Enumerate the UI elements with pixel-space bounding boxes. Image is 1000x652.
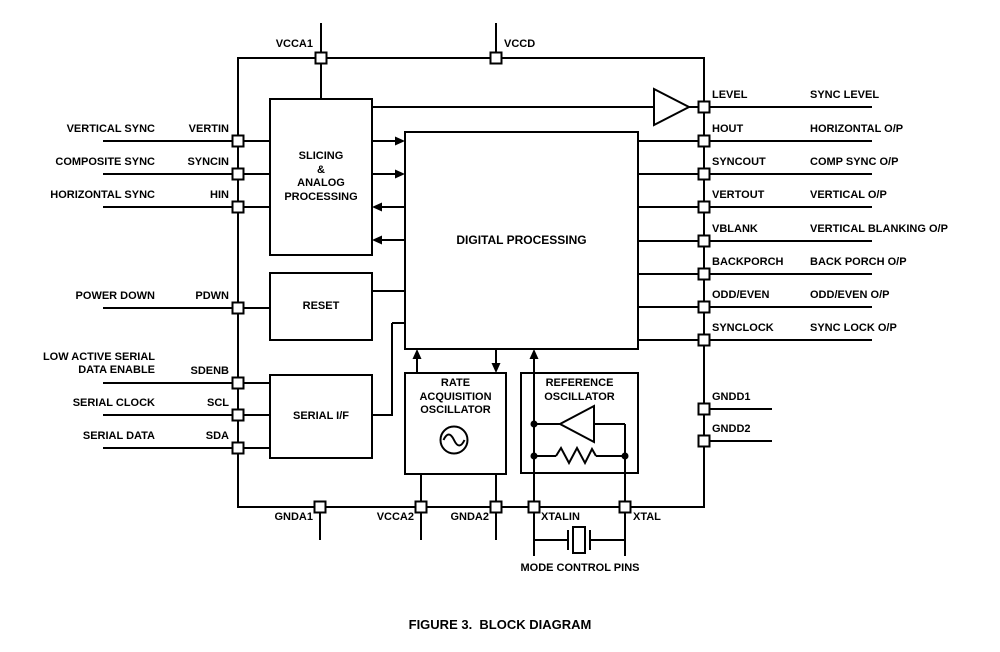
junction-dots xyxy=(530,420,629,460)
signal-label-sync-level: SYNC LEVEL xyxy=(810,89,880,101)
pin-label-xtal: XTAL xyxy=(633,511,661,523)
crystal-icon xyxy=(567,526,591,554)
pin-label-scl: SCL xyxy=(207,397,229,409)
pin-vertout xyxy=(697,200,711,214)
package-pins xyxy=(231,51,711,514)
block-serial-if: SERIAL I/F xyxy=(269,374,373,459)
pin-gndd2 xyxy=(697,434,711,448)
pin-gnda2 xyxy=(489,500,503,514)
signal-label-vertical-blanking-op: VERTICAL BLANKING O/P xyxy=(810,223,948,235)
pin-label-syncout: SYNCOUT xyxy=(712,156,766,168)
signal-label-vertical-sync: VERTICAL SYNC xyxy=(66,123,155,135)
signal-label-serial-clock: SERIAL CLOCK xyxy=(72,397,155,409)
pin-label-gndd2: GNDD2 xyxy=(712,423,751,435)
pin-vcca1 xyxy=(314,51,328,65)
block-slicing: SLICING & ANALOG PROCESSING xyxy=(269,98,373,256)
pin-label-synclock: SYNCLOCK xyxy=(712,322,774,334)
pin-label-gnda2: GNDA2 xyxy=(450,511,489,523)
block-reset: RESET xyxy=(269,272,373,341)
pin-label-hout: HOUT xyxy=(712,123,744,135)
pin-hout xyxy=(697,134,711,148)
pin-label-vcca1: VCCA1 xyxy=(275,38,313,50)
pin-hin xyxy=(231,200,245,214)
signal-label-composite-sync: COMPOSITE SYNC xyxy=(55,156,155,168)
pin-label-gndd1: GNDD1 xyxy=(712,391,751,403)
pin-label-level: LEVEL xyxy=(712,89,748,101)
pin-label-vblank: VBLANK xyxy=(712,223,758,235)
block-rate-acquisition-oscillator: RATE ACQUISITION OSCILLATOR xyxy=(404,372,507,475)
pin-syncout xyxy=(697,167,711,181)
pin-vblank xyxy=(697,234,711,248)
pin-gnda1 xyxy=(313,500,327,514)
pin-label-syncin: SYNCIN xyxy=(187,156,229,168)
pin-label-gnda1: GNDA1 xyxy=(274,511,313,523)
pin-vcca2 xyxy=(414,500,428,514)
pin-label-sda: SDA xyxy=(205,430,229,442)
signal-label-back-porch-op: BACK PORCH O/P xyxy=(810,256,907,268)
pin-label-vertin: VERTIN xyxy=(188,123,229,135)
signal-label-power-down: POWER DOWN xyxy=(75,290,155,302)
signal-label-comp-sync-op: COMP SYNC O/P xyxy=(810,156,899,168)
pin-label-xtalin: XTALIN xyxy=(541,511,580,523)
pin-backporch xyxy=(697,267,711,281)
pin-label-vcca2: VCCA2 xyxy=(376,511,414,523)
signal-label-sync-lock-op: SYNC LOCK O/P xyxy=(810,322,897,334)
figure-caption: FIGURE 3. BLOCK DIAGRAM xyxy=(408,617,592,632)
signal-label-odd-even-op: ODD/EVEN O/P xyxy=(810,289,890,301)
inverter-triangle-icon xyxy=(557,404,595,444)
block-digital-processing: DIGITAL PROCESSING xyxy=(404,131,639,350)
pin-label-vccd: VCCD xyxy=(504,38,536,50)
resistor-icon xyxy=(555,445,597,466)
signal-label-horizontal-op: HORIZONTAL O/P xyxy=(810,123,904,135)
pin-label-sdenb: SDENB xyxy=(190,365,229,377)
pin-xtalin xyxy=(527,500,541,514)
signal-label-serial-data-enable: LOW ACTIVE SERIAL DATA ENABLE xyxy=(42,351,155,376)
pin-level xyxy=(697,100,711,114)
pin-label-pdwn: PDWN xyxy=(195,290,229,302)
pin-oddeven xyxy=(697,300,711,314)
pin-vccd xyxy=(489,51,503,65)
pin-label-backporch: BACKPORCH xyxy=(712,256,784,268)
pin-label-hin: HIN xyxy=(210,189,229,201)
pin-synclock xyxy=(697,333,711,347)
pin-sda xyxy=(231,441,245,455)
signal-label-horizontal-sync: HORIZONTAL SYNC xyxy=(50,189,155,201)
pin-pdwn xyxy=(231,301,245,315)
block-reference-oscillator: REFERENCE OSCILLATOR xyxy=(520,372,639,474)
pin-xtal xyxy=(618,500,632,514)
pin-gndd1 xyxy=(697,402,711,416)
arrowheads xyxy=(372,136,539,373)
pin-label-vertout: VERTOUT xyxy=(712,189,765,201)
pin-vertin xyxy=(231,134,245,148)
signal-label-serial-data: SERIAL DATA xyxy=(82,430,155,442)
oscillator-icon xyxy=(439,425,469,455)
pin-sdenb xyxy=(231,376,245,390)
mode-control-pins-note: MODE CONTROL PINS xyxy=(520,562,640,574)
buffer-triangle-icon xyxy=(653,87,692,127)
signal-label-vertical-op: VERTICAL O/P xyxy=(810,189,887,201)
pin-label-odd-even: ODD/EVEN xyxy=(712,289,770,301)
pin-syncin xyxy=(231,167,245,181)
package-outline xyxy=(237,57,705,508)
pin-scl xyxy=(231,408,245,422)
